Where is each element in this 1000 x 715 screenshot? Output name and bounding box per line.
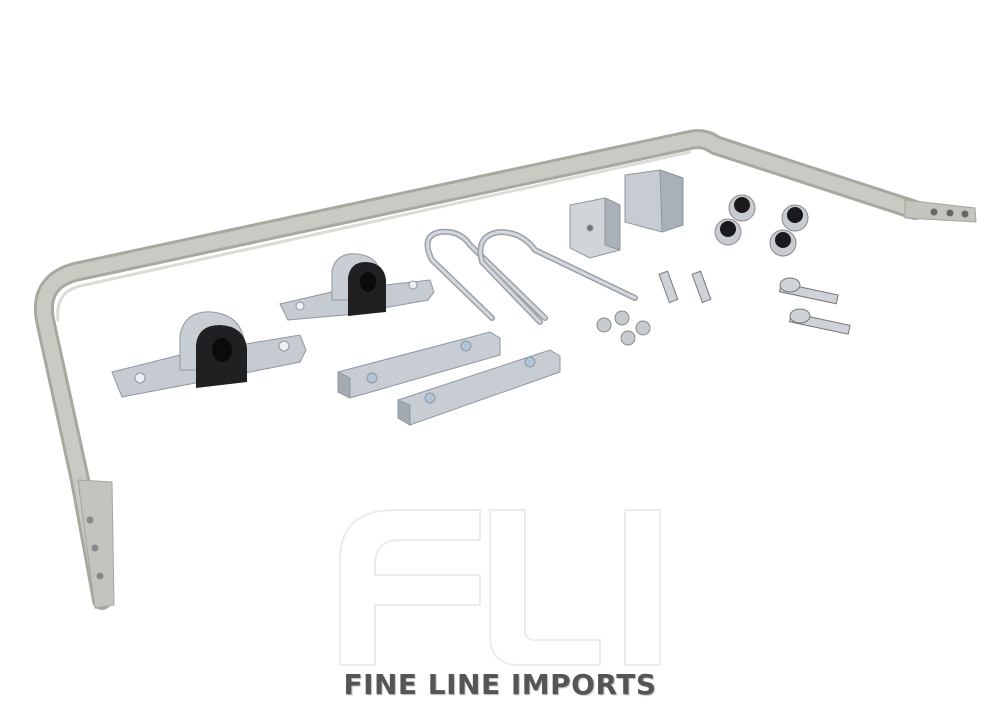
nuts [596,310,651,346]
small-bolts [658,270,712,304]
watermark-brand-text: FINE LINE IMPORTS [343,668,657,701]
square-tube-brackets [569,169,684,259]
sway-bar [33,129,925,610]
spacer-blocks [337,331,561,426]
watermark-logo [339,509,661,666]
eye-bolts [778,277,851,335]
bushing-bracket-right [279,253,435,321]
end-link-bushings [714,194,809,257]
u-bolts [424,228,638,325]
bushing-bracket-left [111,311,307,398]
